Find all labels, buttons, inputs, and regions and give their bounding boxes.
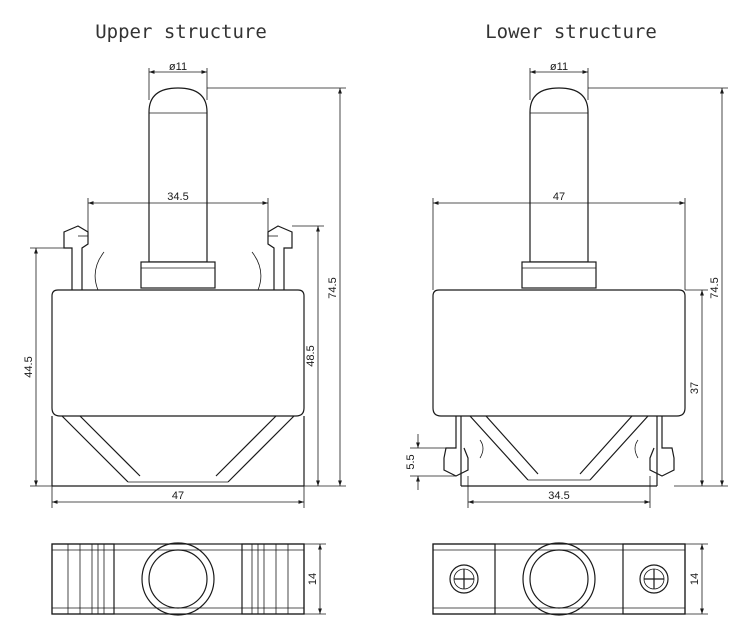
lower-main-body — [432, 289, 686, 417]
upper-plunger-outer-circle — [141, 542, 215, 616]
upper-plunger-inner-circle — [148, 549, 208, 609]
lower-width-47-label: 47 — [553, 191, 565, 203]
lower-right-screw-icon — [639, 564, 669, 594]
lower-height-74-5-label: 74.5 — [709, 277, 721, 298]
upper-height-74-5-label: 74.5 — [327, 277, 339, 298]
upper-right-clip — [267, 225, 293, 290]
upper-width-47-label: 47 — [172, 490, 184, 502]
lower-diameter-label: ø11 — [550, 61, 568, 73]
lower-structure-title: Lower structure — [485, 21, 657, 43]
upper-front-view — [51, 87, 305, 487]
upper-plunger — [148, 87, 208, 263]
upper-height-44-5-label: 44.5 — [23, 356, 35, 377]
lower-collar — [521, 261, 597, 289]
upper-collar — [140, 261, 216, 289]
upper-left-clip — [63, 225, 89, 290]
upper-top-body — [51, 543, 305, 615]
lower-height-37-label: 37 — [689, 382, 701, 394]
lower-front-view — [432, 87, 686, 487]
upper-depth-14-label: 14 — [307, 573, 319, 585]
upper-dimensions: ø11 34.5 74.5 48.5 44.5 47 — [23, 61, 346, 508]
upper-width-34-5-label: 34.5 — [167, 191, 188, 203]
lower-depth-14-label: 14 — [689, 573, 701, 585]
upper-structure-title: Upper structure — [95, 21, 267, 43]
lower-top-body — [432, 543, 686, 615]
lower-left-screw-icon — [449, 564, 479, 594]
upper-top-view: 14 — [51, 542, 326, 616]
lower-right-clip — [649, 416, 675, 477]
upper-main-body — [51, 289, 305, 417]
lower-plunger — [529, 87, 589, 263]
lower-top-view: 14 — [432, 542, 708, 616]
lower-height-5-5-label: 5.5 — [405, 454, 417, 469]
lower-plunger-inner-circle — [529, 549, 589, 609]
upper-diameter-label: ø11 — [169, 61, 187, 73]
upper-height-48-5-label: 48.5 — [305, 345, 317, 366]
lower-width-34-5-label: 34.5 — [548, 490, 569, 502]
lower-left-clip — [443, 416, 469, 477]
lower-plunger-outer-circle — [522, 542, 596, 616]
lower-dimensions: ø11 47 74.5 37 5.5 34.5 — [405, 61, 728, 508]
